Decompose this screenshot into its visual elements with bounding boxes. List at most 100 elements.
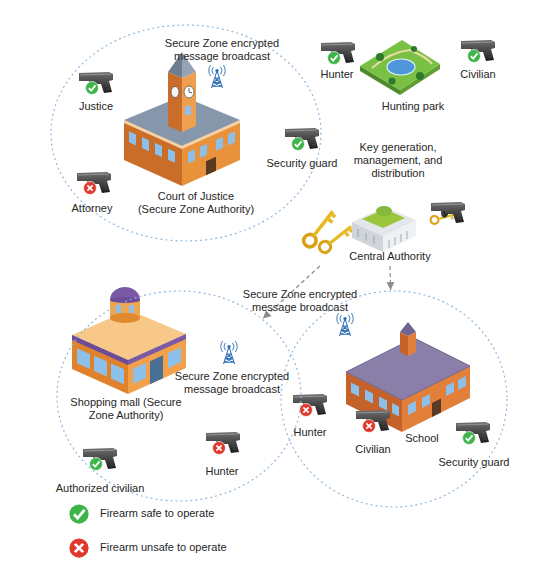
court-building: [124, 52, 240, 186]
park-map: [416, 72, 424, 80]
park-map: [360, 40, 440, 90]
firearm-symbol: [300, 404, 313, 417]
node-label: Attorney: [62, 202, 122, 215]
school-building: [408, 376, 466, 429]
node-label: Key generation, management, and distribu…: [349, 141, 447, 180]
node-label: Hunter: [192, 465, 252, 478]
court-building: [129, 131, 136, 145]
park-map: [387, 59, 415, 75]
node-label: Hunting park: [368, 100, 458, 113]
court-building: [142, 137, 149, 151]
firearm-symbol: [468, 50, 481, 63]
school-building: [446, 382, 454, 396]
central-building: [301, 206, 458, 255]
node-label: Security guard: [429, 456, 519, 469]
secure-zone: Secure Zone encrypted message broadcastJ…: [50, 24, 322, 242]
school-building: [379, 397, 387, 411]
park-map: [389, 78, 396, 85]
zone-outline: [281, 291, 507, 507]
court-building: [228, 131, 235, 145]
legend-row: Firearm unsafe to operate: [68, 537, 328, 559]
firearm-symbol: [363, 420, 376, 433]
node-label: School: [392, 432, 452, 445]
mall-building: [77, 348, 90, 369]
school-building: [400, 332, 408, 356]
antenna-symbol: [209, 65, 226, 88]
legend-icon: [69, 504, 89, 524]
court-building: [189, 88, 192, 93]
central-building: [317, 222, 355, 255]
school-building: [400, 322, 416, 336]
school-building: [422, 394, 430, 408]
school-building: [408, 401, 416, 415]
court-building: [182, 72, 196, 132]
node-label: Hunter: [280, 426, 340, 439]
legend-icon: [68, 537, 90, 559]
mall-building: [111, 363, 124, 384]
mall-building: [133, 363, 146, 384]
mall-building: [110, 313, 140, 323]
firearm-symbol: [431, 202, 465, 223]
school-building: [392, 403, 399, 417]
park-map: [411, 46, 417, 52]
antenna-symbol: [337, 313, 354, 336]
node-label: Security guard: [257, 157, 347, 170]
legend-text: Firearm safe to operate: [100, 507, 214, 520]
legend-text: Firearm unsafe to operate: [100, 541, 227, 554]
legend-icon: [68, 503, 90, 525]
mall-building: [72, 335, 128, 386]
antenna-symbol: [221, 341, 238, 364]
school-building: [458, 376, 466, 390]
central-building: [389, 231, 407, 248]
court-building: [171, 87, 179, 98]
firearm-symbol: [328, 52, 341, 65]
node-label: Civilian: [343, 443, 403, 456]
court-building: [188, 149, 195, 163]
firearm-symbol: [463, 432, 476, 445]
central-building: [358, 229, 374, 244]
mall-building: [128, 334, 186, 394]
court-building: [185, 106, 191, 115]
node-label: Hunter: [307, 68, 367, 81]
node-label: Court of Justice (Secure Zone Authority): [126, 190, 266, 216]
park-map: [376, 53, 384, 61]
node-label: Secure Zone encrypted message broadcast: [157, 37, 287, 63]
court-building: [200, 144, 207, 158]
node-label: Central Authority: [335, 250, 445, 263]
edge-label: Secure Zone encrypted message broadcast: [235, 288, 365, 314]
secure-zone: SchoolHunterCivilianSecurity guard: [280, 290, 508, 508]
court-building: [206, 157, 216, 175]
court-building: [155, 143, 162, 157]
mall-building: [72, 310, 186, 360]
firearm-symbol: [86, 82, 99, 95]
mall-building: [150, 355, 163, 384]
authority-group: Key generation, management, and distribu…: [296, 140, 480, 266]
firearm-symbol: [213, 442, 226, 455]
firearm-symbol: [90, 458, 103, 471]
court-building: [168, 72, 182, 132]
school-building: [351, 383, 359, 397]
school-building: [365, 390, 373, 404]
node-label: Justice: [66, 100, 126, 113]
court-building: [168, 149, 175, 163]
mall-building: [94, 356, 107, 377]
legend-row: Firearm safe to operate: [68, 503, 328, 525]
park-map: [360, 40, 440, 95]
broadcast-arrow: [389, 266, 391, 290]
court-building: [216, 137, 223, 151]
school-building: [408, 332, 416, 356]
zone-outline: [280, 290, 508, 508]
zone-outline: [57, 291, 301, 501]
court-building: [184, 86, 194, 98]
firearm-symbol: [292, 138, 305, 151]
zone-outline: [51, 25, 321, 241]
legend-icon: [69, 538, 89, 558]
mall-building: [129, 305, 134, 313]
school-building: [432, 399, 441, 418]
central-building: [376, 206, 392, 216]
node-label: Authorized civilian: [45, 482, 155, 495]
firearm-symbol: [84, 182, 97, 195]
mall-building: [168, 347, 181, 368]
